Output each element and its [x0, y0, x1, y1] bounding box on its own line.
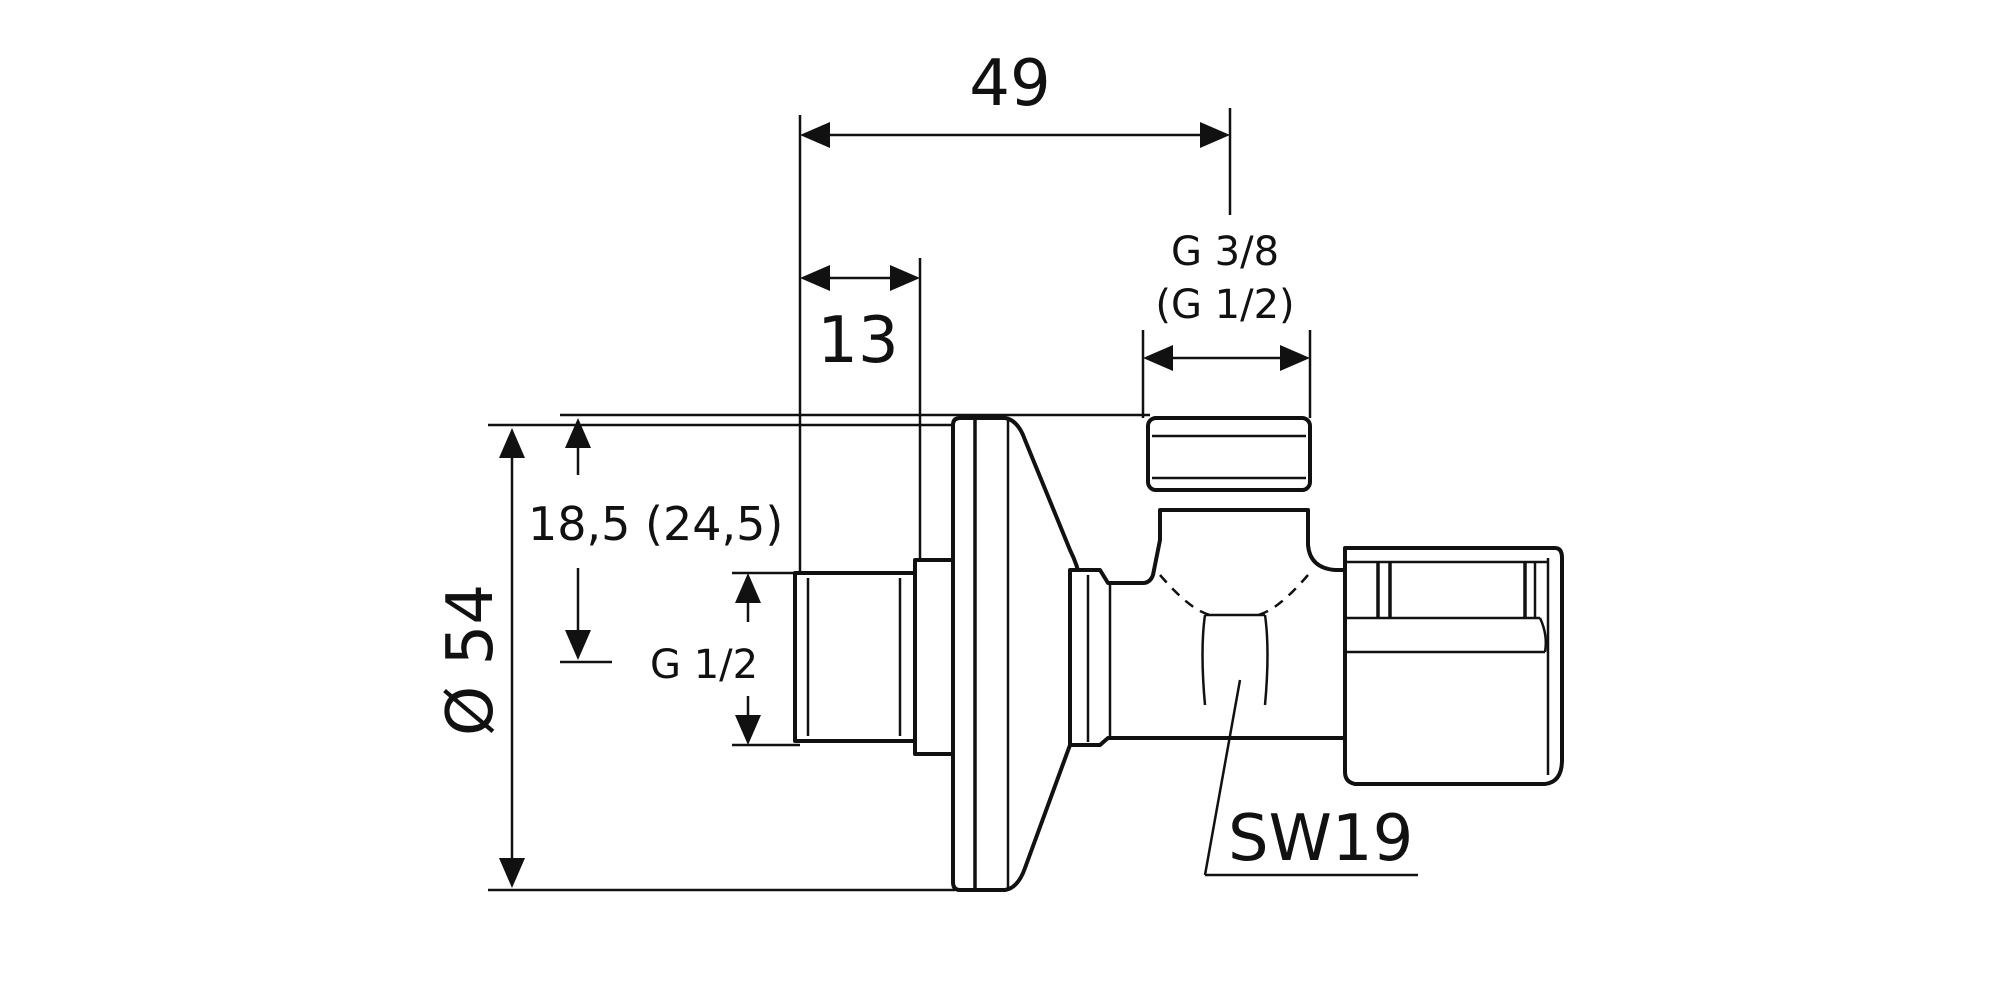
angle-valve-body	[793, 416, 1564, 892]
dim-offset: 18,5 (24,5)	[528, 497, 783, 551]
dim-inlet-thread: G 1/2	[650, 642, 758, 688]
dim-outlet-thread-alt: (G 1/2)	[1155, 282, 1294, 328]
valve-tube	[1068, 508, 1347, 747]
dim-overall-length: 49	[969, 47, 1050, 121]
valve-handle	[1343, 546, 1564, 786]
rosette	[951, 416, 1082, 892]
dimension-lines	[488, 108, 1418, 892]
inlet-collar	[913, 558, 955, 756]
spindle-hidden	[1201, 613, 1269, 706]
dim-thread-length: 13	[817, 304, 898, 378]
dim-outlet-thread: G 3/8	[1171, 229, 1279, 275]
dim-wrench-size: SW19	[1228, 802, 1413, 876]
dim-rosette-diameter: Ø 54	[434, 584, 508, 736]
inlet-thread	[793, 571, 917, 743]
